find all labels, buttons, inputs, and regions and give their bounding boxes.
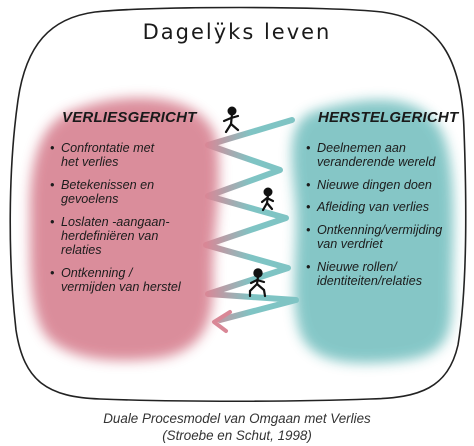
list-item-line: vermijden van herstel bbox=[61, 279, 181, 294]
walking-figure-top bbox=[222, 106, 240, 134]
list-item: • Nieuwe dingen doen bbox=[306, 178, 456, 192]
list-item-line: gevoelens bbox=[61, 192, 119, 207]
bullet: • bbox=[306, 259, 311, 274]
list-item-line: Loslaten -aangaan- bbox=[61, 214, 170, 229]
bullet: • bbox=[306, 177, 311, 192]
bullet: • bbox=[306, 222, 311, 237]
bullet: • bbox=[306, 141, 311, 155]
right-blob bbox=[291, 99, 454, 364]
outer-frame bbox=[9, 6, 467, 403]
left-blob bbox=[29, 97, 219, 361]
walking-figure-middle bbox=[260, 187, 275, 212]
list-item-line: Nieuwe dingen doen bbox=[317, 177, 432, 192]
list-item-line: Deelnemen aan bbox=[317, 141, 406, 155]
bullet: • bbox=[50, 265, 55, 280]
list-item-line: van verdriet bbox=[317, 237, 383, 252]
list-item-line: Confrontatie met bbox=[61, 141, 155, 155]
list-item-line: Betekenissen en bbox=[61, 177, 155, 192]
list-item-line: Ontkenning/vermijding bbox=[317, 222, 443, 237]
caption-line-2: (Stroebe en Schut, 1998) bbox=[162, 428, 312, 443]
list-item-line: herdefiniëren van bbox=[61, 228, 159, 243]
list-item: • Ontkenning /vermijden van herstel bbox=[50, 266, 220, 295]
bullet: • bbox=[306, 200, 311, 215]
list-item-line: het verlies bbox=[61, 155, 119, 170]
list-item-line: veranderende wereld bbox=[317, 155, 436, 170]
walking-figure-bottom bbox=[248, 268, 267, 298]
oscillation-arrowhead bbox=[212, 310, 232, 333]
list-item-line: relaties bbox=[61, 243, 102, 258]
caption-line-1: Duale Procesmodel van Omgaan met Verlies bbox=[103, 411, 371, 426]
diagram-title: Dagelÿks leven bbox=[142, 20, 332, 44]
list-item: • Nieuwe rollen/identiteiten/relaties bbox=[306, 260, 456, 289]
left-heading: VERLIESGERICHT bbox=[62, 109, 197, 126]
right-heading: HERSTELGERICHT bbox=[318, 109, 459, 126]
list-item-line: Nieuwe rollen/ bbox=[317, 259, 397, 274]
bullet: • bbox=[50, 214, 55, 229]
oscillation-path bbox=[203, 117, 299, 323]
list-item: • Afleiding van verlies bbox=[306, 200, 456, 214]
bullet: • bbox=[50, 177, 55, 192]
list-item-line: identiteiten/relaties bbox=[317, 273, 423, 288]
list-item-line: Ontkenning / bbox=[61, 265, 133, 280]
bullet: • bbox=[50, 141, 55, 155]
list-item-line: Afleiding van verlies bbox=[317, 200, 430, 215]
